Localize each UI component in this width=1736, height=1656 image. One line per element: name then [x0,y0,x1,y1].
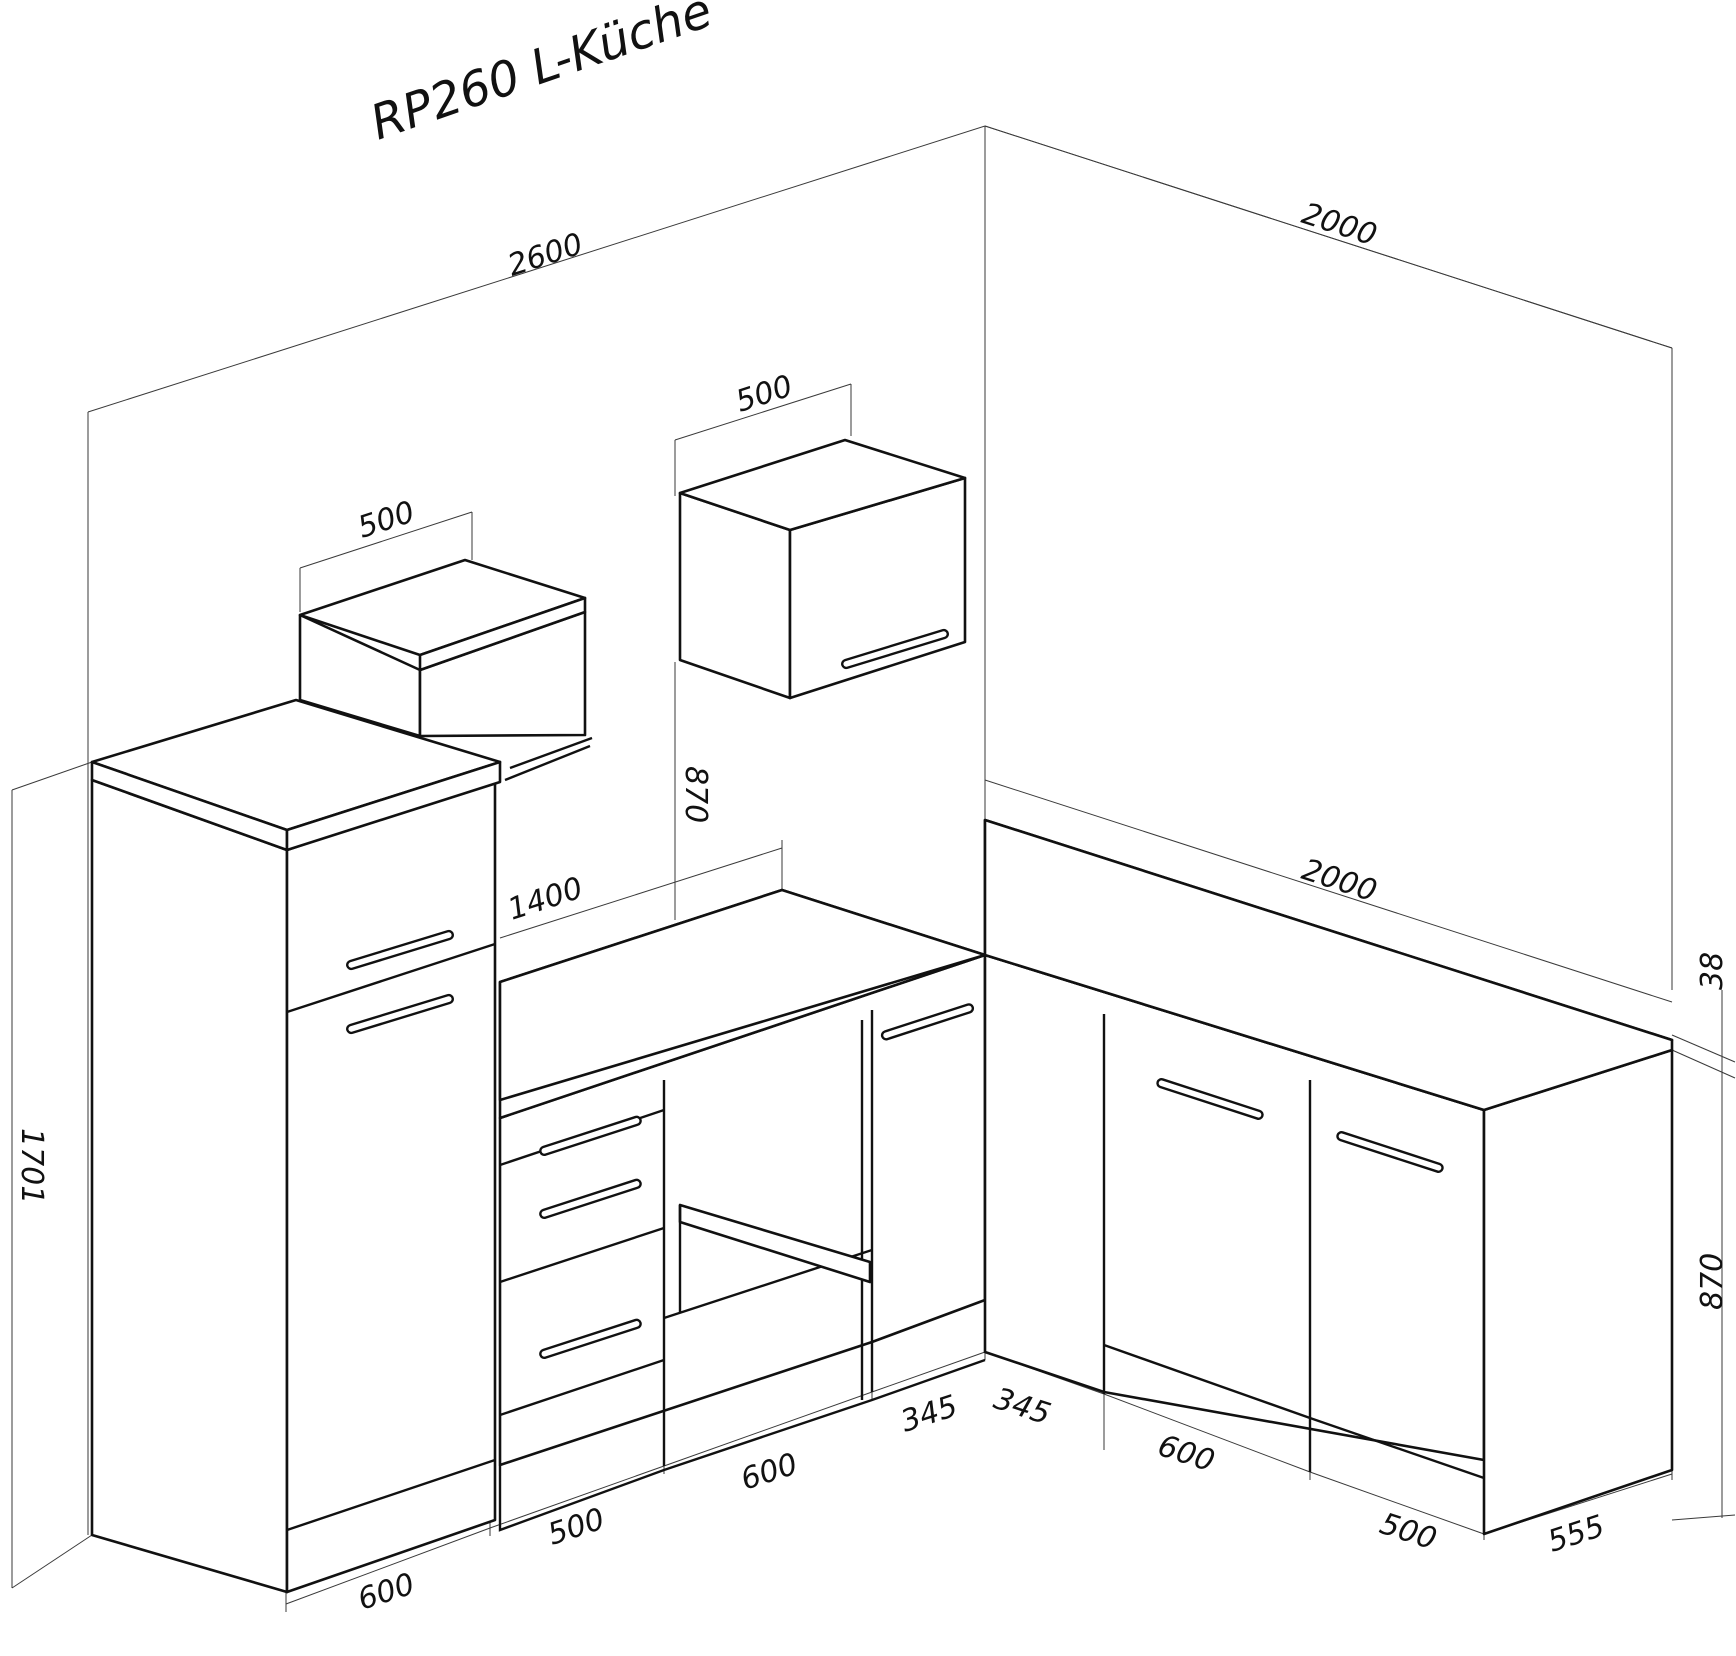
base-cabinets-left-run [498,888,987,1532]
dim-wall-left: 2600 [504,227,587,284]
dim-base-height: 870 [1695,1253,1730,1310]
upper-cabinet-center-handle [841,628,949,670]
dim-upper-cabinet-center: 500 [732,369,797,420]
tall-fridge-unit [90,698,502,1594]
dim-wall-right: 2000 [1298,196,1381,253]
dim-counter-left: 1400 [504,871,587,928]
upper-cabinet-center [678,438,967,700]
dim-dishwasher: 600 [1154,1428,1219,1479]
drawer-handle-2 [539,1178,642,1220]
upper-cabinet-left [298,558,593,782]
dim-base-right: 500 [1376,1506,1441,1557]
dim-upper-cabinet-left: 500 [354,495,419,546]
dim-fridge-width: 600 [354,1567,419,1618]
dim-oven-unit: 600 [737,1447,802,1498]
dishwasher-handle [1156,1078,1264,1120]
base-cabinets-right-run [983,818,1674,1536]
dim-counter-right: 2000 [1298,852,1381,909]
dim-depth: 555 [1544,1509,1609,1560]
drawer-handle-1 [539,1115,642,1157]
drawer-handle-3 [539,1318,642,1360]
dim-total-height: 1701 [14,1128,49,1204]
dim-worktop-thickness: 38 [1695,952,1730,990]
dimension-lines [11,125,1736,1612]
dim-corner-right: 345 [990,1381,1055,1432]
drawing-title: RP260 L-Küche [364,0,719,151]
corner-door-handle [880,1003,975,1041]
right-door-handle [1336,1131,1444,1173]
fridge-lower-handle [346,993,454,1035]
fridge-upper-handle [346,929,454,971]
dim-corner-left: 345 [897,1389,962,1440]
dim-upper-cabinet-height: 870 [678,766,713,823]
